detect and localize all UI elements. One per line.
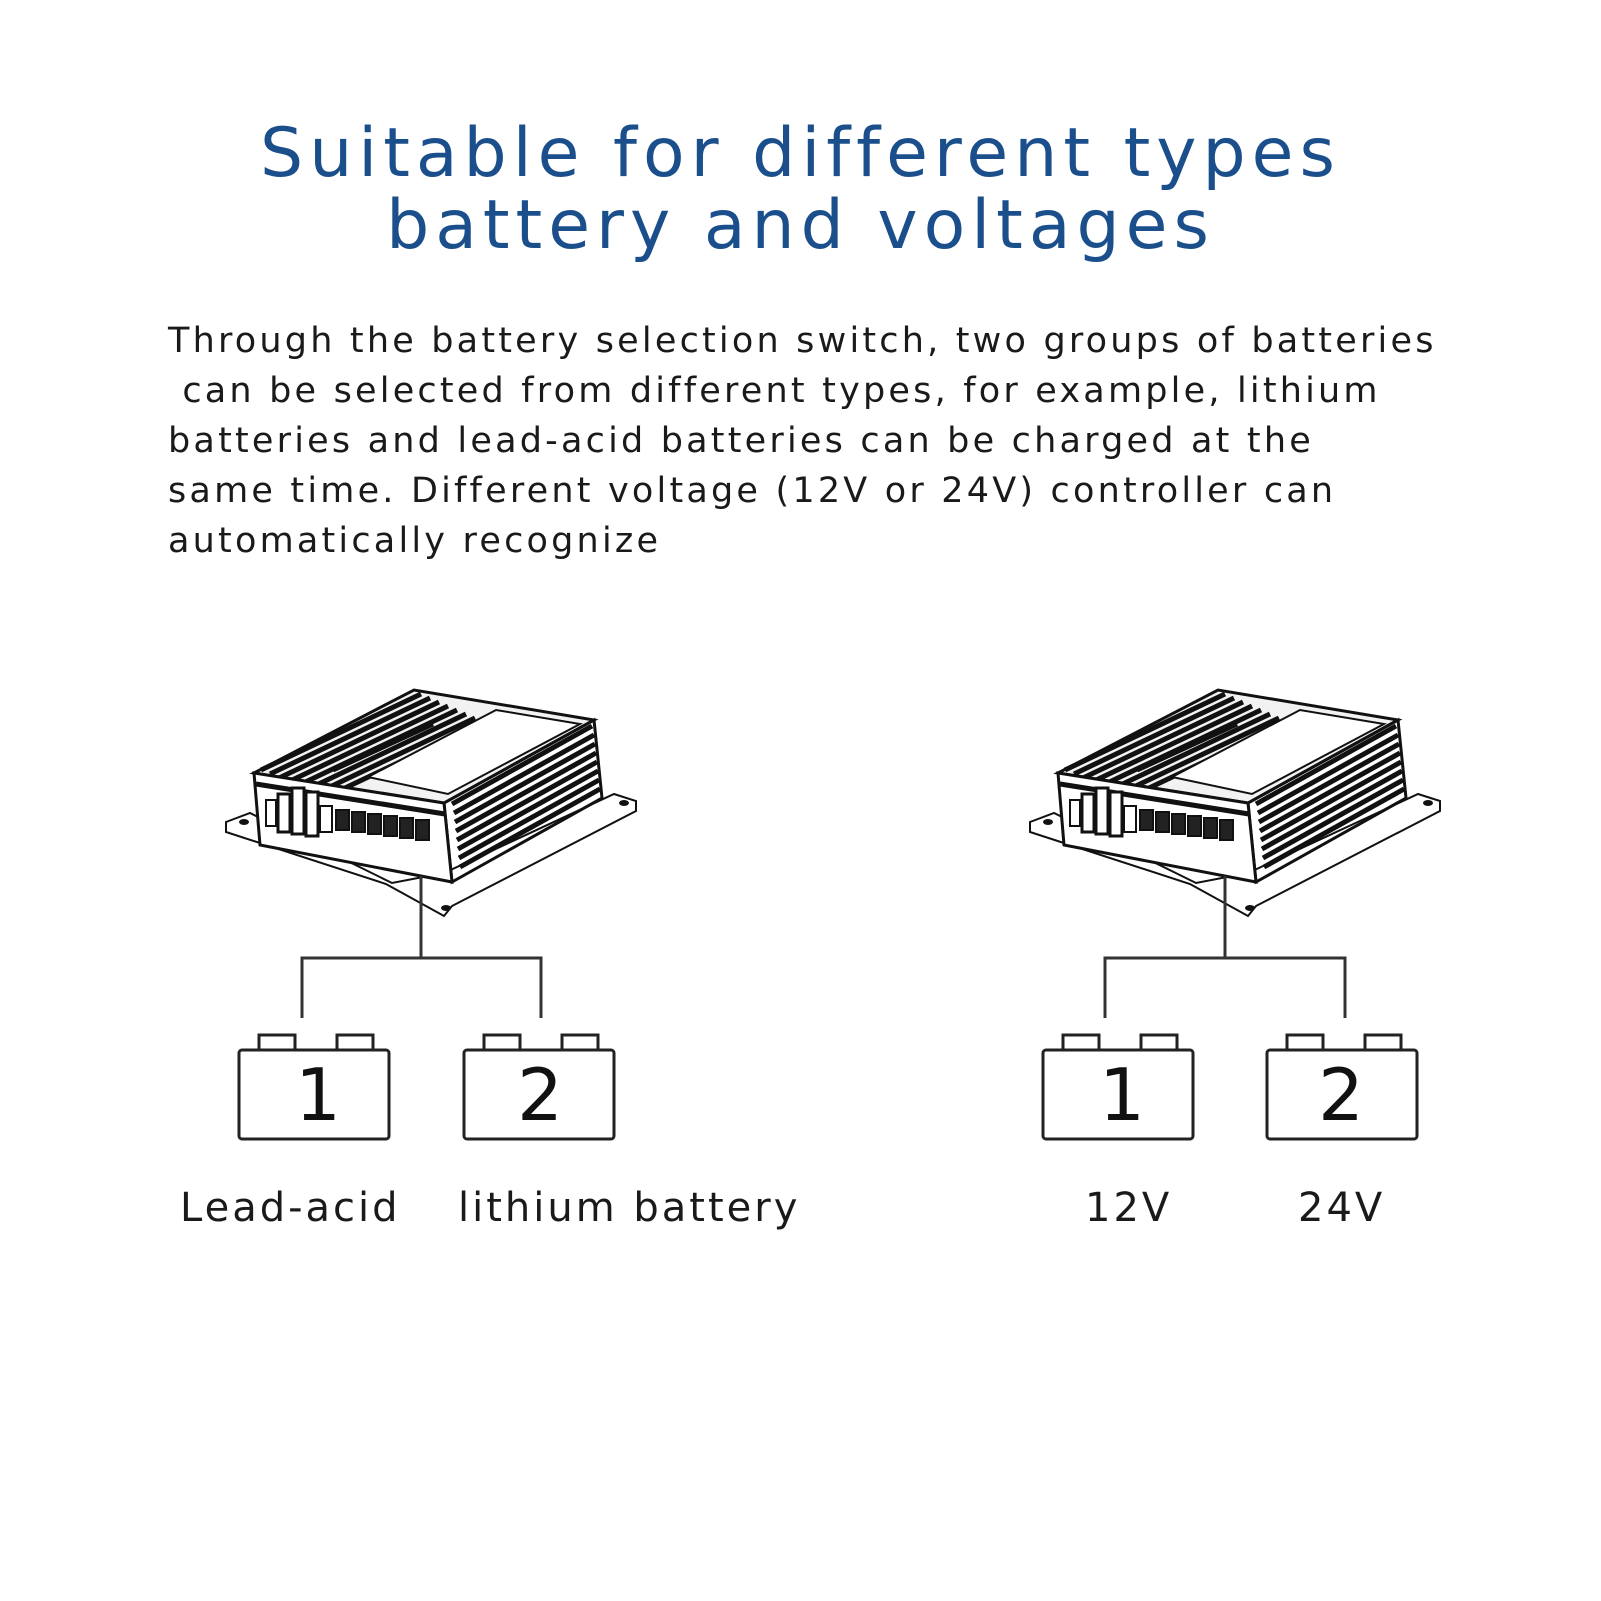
right-tree-connector bbox=[1103, 876, 1347, 1018]
title-line-1: Suitable for different types bbox=[260, 114, 1341, 193]
page-title: Suitable for different types battery and… bbox=[0, 118, 1601, 262]
right-battery-1-number: 1 bbox=[1099, 1053, 1145, 1137]
left-controller-device-icon bbox=[226, 690, 636, 916]
right-label-1: 12V bbox=[1085, 1185, 1173, 1231]
description-line-3: batteries and lead-acid batteries can be… bbox=[168, 421, 1314, 461]
left-battery-2-number: 2 bbox=[517, 1053, 563, 1137]
description-line-5: automatically recognize bbox=[168, 521, 662, 561]
right-controller-device-icon bbox=[1030, 690, 1440, 916]
description-line-1: Through the battery selection switch, tw… bbox=[168, 321, 1437, 361]
right-battery-2-icon: 2 bbox=[1265, 1033, 1419, 1141]
left-battery-1-number: 1 bbox=[295, 1053, 341, 1137]
left-battery-1-icon: 1 bbox=[237, 1033, 391, 1141]
description-line-4: same time. Different voltage (12V or 24V… bbox=[168, 471, 1337, 511]
left-label-2: lithium battery bbox=[458, 1185, 801, 1231]
description-line-2: can be selected from different types, fo… bbox=[168, 371, 1381, 411]
right-label-2: 24V bbox=[1298, 1185, 1386, 1231]
left-battery-2-icon: 2 bbox=[462, 1033, 616, 1141]
left-label-1: Lead-acid bbox=[180, 1185, 401, 1231]
left-tree-connector bbox=[300, 876, 543, 1018]
right-battery-2-number: 2 bbox=[1318, 1053, 1364, 1137]
description: Through the battery selection switch, tw… bbox=[168, 316, 1498, 566]
right-battery-1-icon: 1 bbox=[1041, 1033, 1195, 1141]
title-line-2: battery and voltages bbox=[386, 186, 1215, 265]
